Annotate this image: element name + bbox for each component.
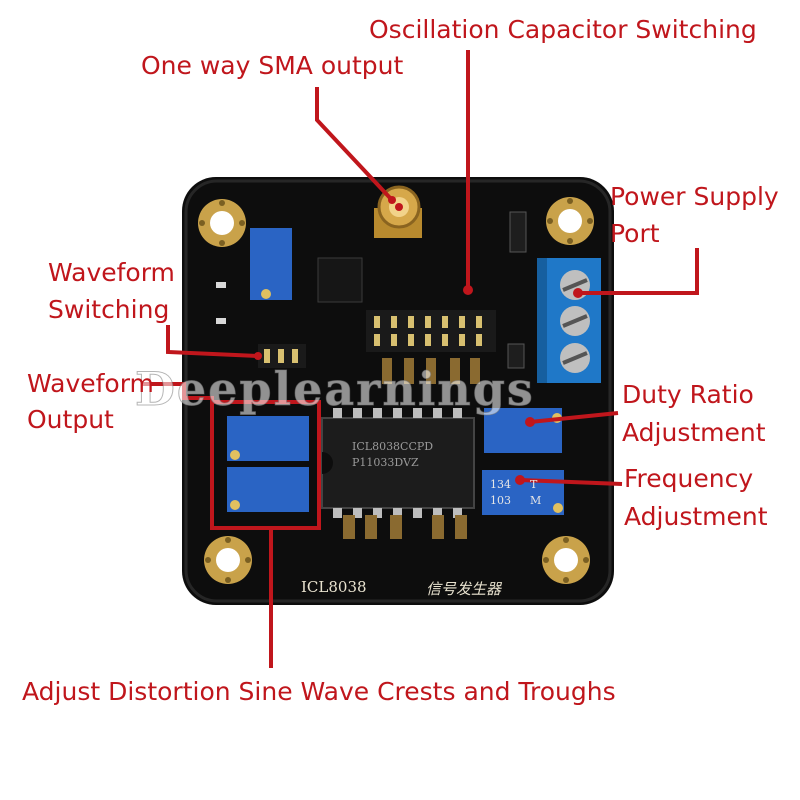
header-pin: [476, 334, 482, 346]
header-pin: [391, 334, 397, 346]
label-power-supply-line-2: Port: [610, 219, 660, 248]
potentiometer-lower-left: [227, 467, 309, 512]
pin-grid: [374, 316, 482, 346]
ic-leg-top: [333, 408, 342, 418]
mounting-hole-bottom-right: [542, 536, 590, 584]
label-duty-ratio-line-2: Adjustment: [622, 418, 766, 447]
header-pin: [442, 316, 448, 328]
label-waveform-output-line-2: Output: [27, 405, 114, 434]
leader-power-supply: [578, 248, 699, 295]
smd-components: [216, 211, 527, 539]
distortion-pots-box: [210, 400, 321, 530]
pot-marking-m: M: [530, 494, 542, 507]
header-pin: [442, 334, 448, 346]
ic-leg-bottom: [433, 508, 442, 518]
header-pin: [391, 316, 397, 328]
op-amp-ic: [317, 257, 363, 303]
leader-frequency: [519, 478, 623, 486]
leader-waveform-output: [142, 382, 214, 400]
chip-marking-line-2: P11033DVZ: [352, 456, 419, 469]
header-pin: [408, 334, 414, 346]
ic-leg-bottom: [413, 508, 422, 518]
chip-marking-line-1: ICL8038CCPD: [352, 440, 434, 453]
label-adjust-distortion: Adjust Distortion Sine Wave Crests and T…: [22, 677, 616, 706]
ic-leg-top: [353, 408, 362, 418]
ic-leg-top: [453, 408, 462, 418]
ic-leg-top: [373, 408, 382, 418]
header-pin: [425, 316, 431, 328]
ic-leg-top: [413, 408, 422, 418]
ic-leg-top: [393, 408, 402, 418]
ic-leg-bottom: [453, 508, 462, 518]
mounting-hole-bottom-left: [204, 536, 252, 584]
label-waveform-switching-line-1: Waveform: [48, 258, 175, 287]
potentiometer-duty-ratio: [484, 408, 562, 453]
header-pin: [374, 334, 380, 346]
header-pin: [459, 316, 465, 328]
ic-leg-bottom: [393, 508, 402, 518]
label-power-supply-line-1: Power Supply: [610, 182, 779, 211]
label-frequency-line-2: Adjustment: [624, 502, 768, 531]
power-terminal-block: [537, 258, 601, 383]
ic-pins: [333, 408, 462, 518]
leader-waveform-switching: [166, 325, 259, 358]
leader-sma-output: [315, 87, 394, 202]
label-one-way-sma-output: One way SMA output: [141, 51, 404, 80]
header-pin: [476, 316, 482, 328]
ic-leg-bottom: [333, 508, 342, 518]
label-duty-ratio-line-1: Duty Ratio: [622, 380, 754, 409]
watermark: Deeplearnings: [135, 362, 535, 417]
pot-marking-103: 103: [490, 494, 511, 507]
pot-marking-134: 134: [490, 478, 511, 491]
ic-leg-top: [433, 408, 442, 418]
label-waveform-switching-line-2: Switching: [48, 295, 170, 324]
board-chinese-title-silkscreen: 信号发生器: [426, 580, 502, 598]
label-waveform-output-line-1: Waveform: [27, 369, 154, 398]
potentiometer-upper-left: [227, 416, 309, 461]
potentiometer-top-left: [250, 228, 292, 300]
label-oscillation-capacitor-switching: Oscillation Capacitor Switching: [369, 15, 757, 44]
header-pin: [408, 316, 414, 328]
annotation-leaders: [142, 50, 699, 668]
header-pin: [374, 316, 380, 328]
leader-dots: [254, 196, 583, 485]
leader-duty-ratio: [529, 411, 619, 424]
label-frequency-line-1: Frequency: [624, 464, 754, 493]
ic-leg-bottom: [373, 508, 382, 518]
pot-marking-t: T: [530, 478, 538, 491]
board-model-silkscreen: ICL8038: [301, 578, 367, 596]
header-pin: [459, 334, 465, 346]
header-pin: [425, 334, 431, 346]
mounting-hole-top-left: [198, 199, 246, 247]
mounting-hole-top-right: [546, 197, 594, 245]
ic-leg-bottom: [353, 508, 362, 518]
waveform-switch-header: [258, 344, 306, 368]
